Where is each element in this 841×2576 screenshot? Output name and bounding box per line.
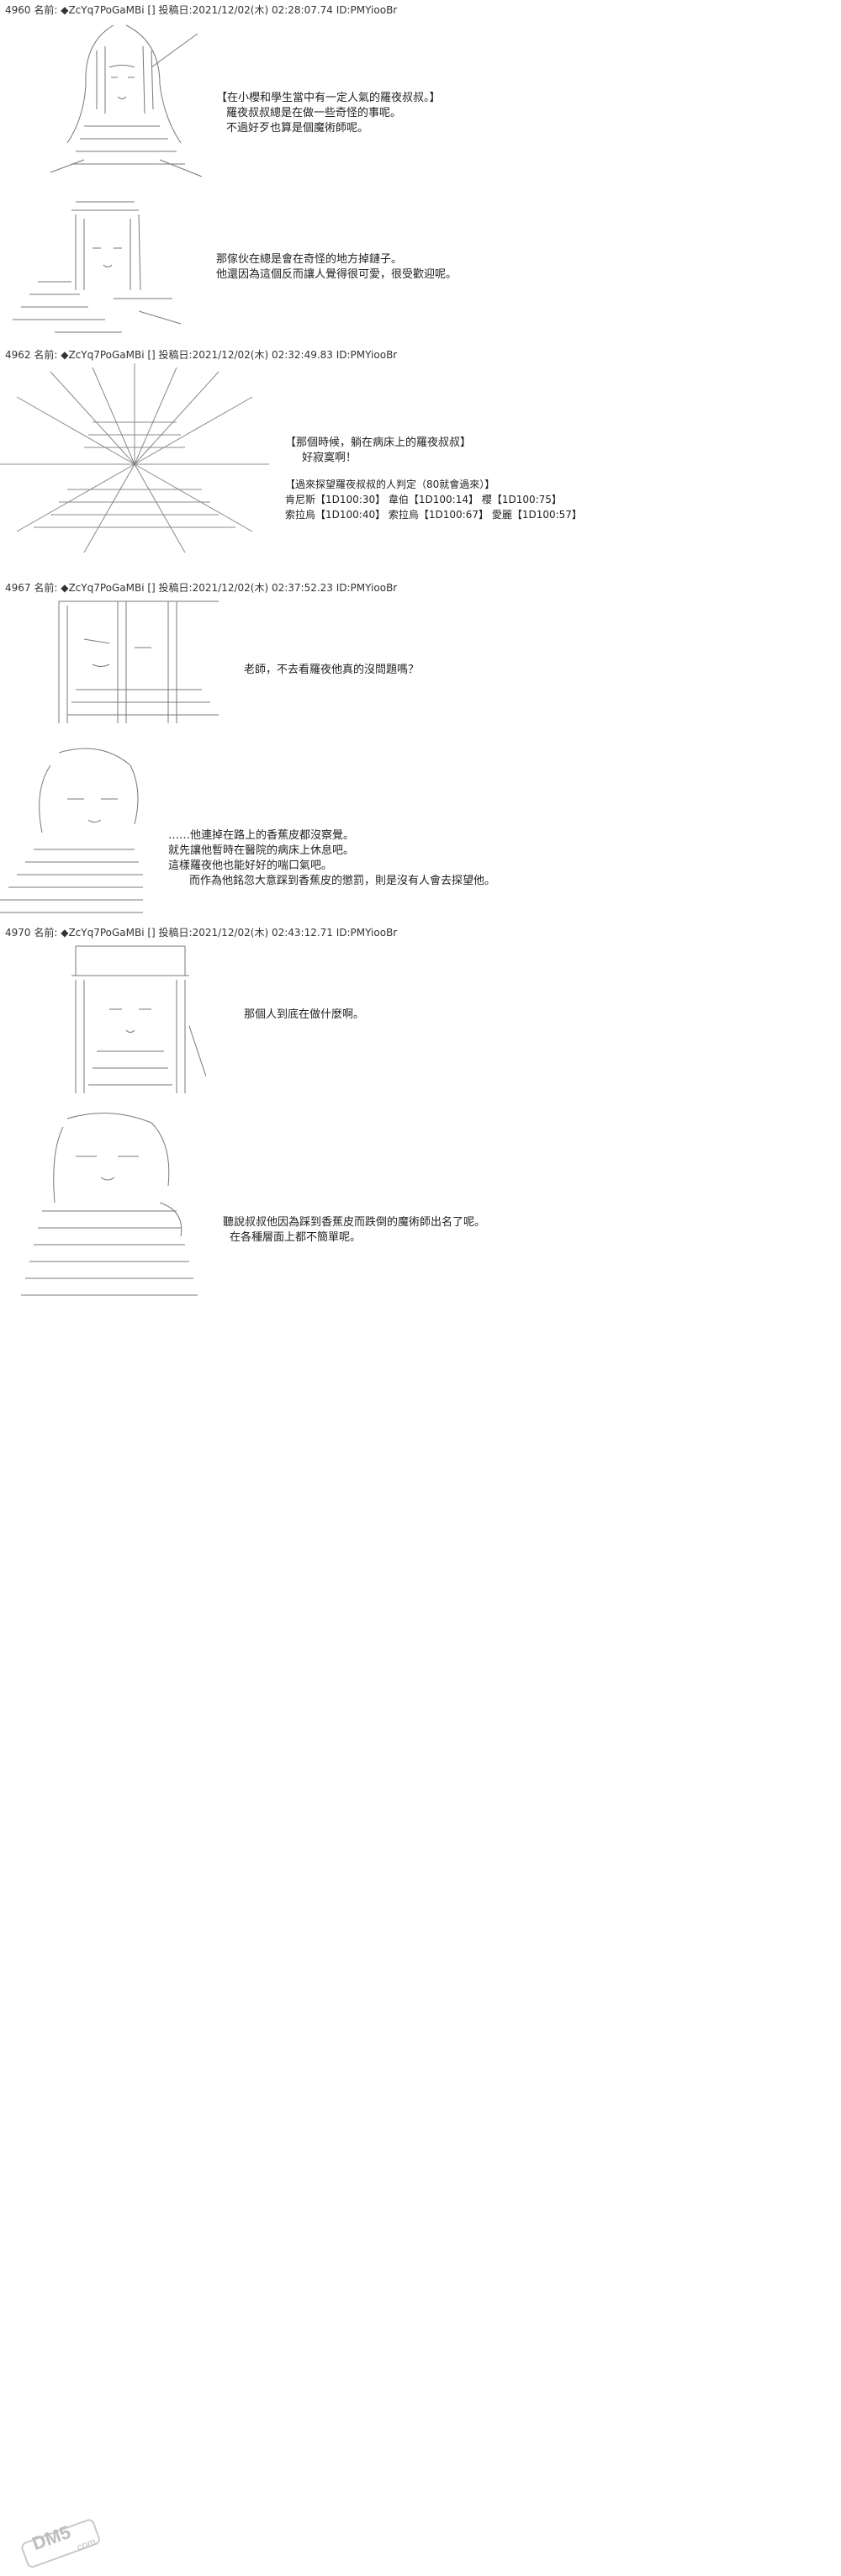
dialogue-block: ……他連掉在路上的香蕉皮都沒察覺。 就先讓他暫時在醫院的病床上休息吧。 這樣羅夜… [168,829,496,887]
post-header: 4960 名前: ◆ZcYq7PoGaMBi [] 投稿日:2021/12/02… [5,4,398,16]
ascii-art-figure [50,942,206,1102]
ascii-art-figure [0,740,147,917]
post-header: 4970 名前: ◆ZcYq7PoGaMBi [] 投稿日:2021/12/02… [5,927,398,939]
dialogue-block: 那傢伙在總是會在奇怪的地方掉鏈子。 他還因為這個反而讓人覺得很可愛，很受歡迎呢。 [216,253,458,281]
ascii-art-figure [50,597,223,732]
dialogue-block: 【過來探望羅夜叔叔的人判定（80就會過來）】 肯尼斯【1D100:30】 韋伯【… [285,479,582,521]
post-header: 4967 名前: ◆ZcYq7PoGaMBi [] 投稿日:2021/12/02… [5,582,398,594]
site-watermark-logo: DM5 .com [15,2510,116,2569]
ascii-art-figure [17,1110,202,1304]
dialogue-block: 那個人到底在做什麼啊。 [244,1008,365,1021]
dialogue-block: 聽說叔叔他因為踩到香蕉皮而跌倒的魔術師出名了呢。 在各種層面上都不簡單呢。 [223,1216,486,1244]
ascii-art-figure [34,17,210,181]
dialogue-block: 【那個時候，躺在病床上的羅夜叔叔】 好寂寞啊！ [285,436,472,464]
dialogue-block: 老師，不去看羅夜他真的沒問題嗎？ [244,664,420,676]
ascii-art-figure [0,363,269,557]
dialogue-block: 【在小櫻和學生當中有一定人氣的羅夜叔叔。】 羅夜叔叔總是在做一些奇怪的事呢。 不… [216,92,441,135]
post-header: 4962 名前: ◆ZcYq7PoGaMBi [] 投稿日:2021/12/02… [5,349,398,361]
ascii-art-figure [4,189,198,336]
